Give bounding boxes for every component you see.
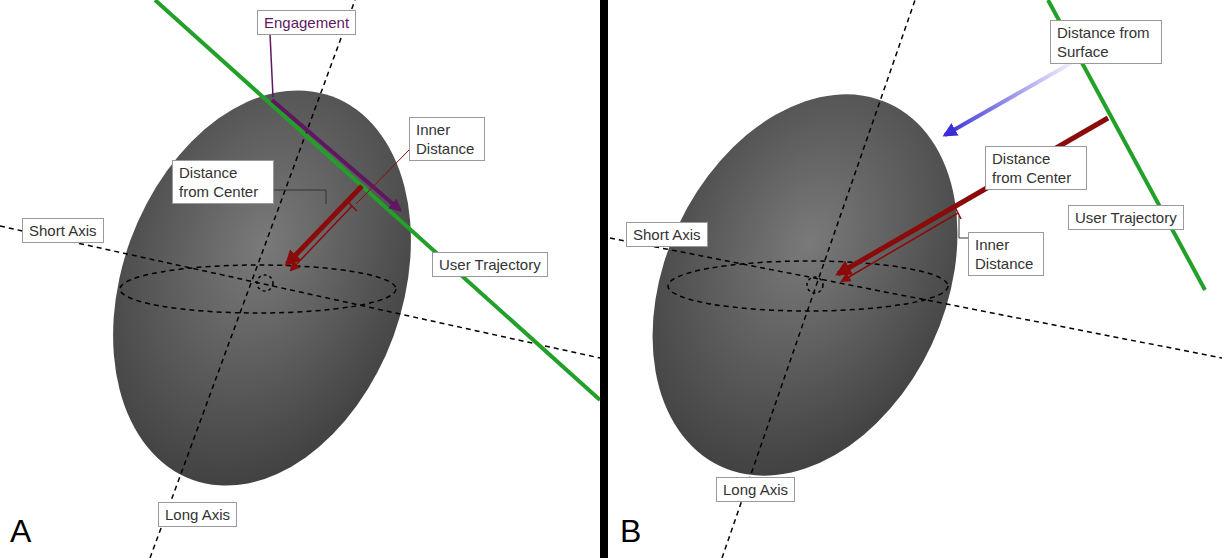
label-text: Long Axis	[165, 505, 230, 524]
short-axis-line	[0, 226, 600, 358]
label-box: Long Axis	[158, 502, 237, 527]
label-box: Distance from Center	[985, 146, 1087, 190]
inner-distance-tick	[347, 201, 357, 211]
inner-distance-arrow	[291, 206, 352, 270]
leader-line	[959, 216, 968, 238]
surface-distance-arrow	[945, 58, 1080, 135]
label-text: User Trajectory	[1075, 208, 1177, 227]
label-box: Long Axis	[716, 477, 795, 502]
label-box: Short Axis	[626, 222, 708, 247]
cross-section-ellipse	[668, 261, 948, 311]
leader-line	[270, 34, 273, 97]
short-axis-line	[610, 238, 1222, 358]
label-box: User Trajectory	[1068, 205, 1184, 230]
label-text: Distance from Center	[992, 149, 1080, 187]
label-text: Distance from Surface	[1057, 23, 1155, 61]
ellipsoid	[61, 48, 464, 527]
trajectory-line	[1048, 0, 1205, 290]
label-text: User Trajectory	[439, 255, 541, 274]
inner-distance-tick	[955, 207, 961, 219]
leader-line	[356, 150, 409, 204]
trajectory-line	[155, 0, 600, 400]
long-axis-line	[722, 0, 915, 558]
panel-b	[594, 0, 1222, 558]
label-box: Inner Distance	[968, 232, 1044, 276]
panel-a	[0, 0, 600, 558]
label-box: Inner Distance	[409, 117, 485, 161]
label-text: Short Axis	[633, 225, 701, 244]
panel-letter: B	[620, 514, 641, 548]
label-box: Distance from Center	[172, 160, 274, 204]
label-box: Engagement	[257, 10, 356, 35]
engagement-arrow	[272, 100, 400, 210]
label-text: Inner Distance	[975, 235, 1037, 273]
inner-distance-arrow	[842, 213, 958, 281]
panel-separator	[600, 0, 608, 558]
label-text: Distance from Center	[179, 163, 267, 201]
cross-section-ellipse	[120, 265, 396, 313]
center-distance-arrow	[287, 186, 362, 264]
label-text: Inner Distance	[416, 120, 478, 158]
label-text: Long Axis	[723, 480, 788, 499]
label-text: Short Axis	[29, 221, 97, 240]
center-marker	[257, 275, 273, 291]
label-box: Distance from Surface	[1050, 20, 1162, 64]
label-box: User Trajectory	[432, 252, 548, 277]
label-text: Engagement	[264, 13, 349, 32]
ellipsoid	[594, 45, 1017, 526]
long-axis-line	[150, 0, 355, 558]
label-box: Short Axis	[22, 218, 104, 243]
center-marker	[807, 277, 823, 293]
panel-letter: A	[10, 514, 31, 548]
